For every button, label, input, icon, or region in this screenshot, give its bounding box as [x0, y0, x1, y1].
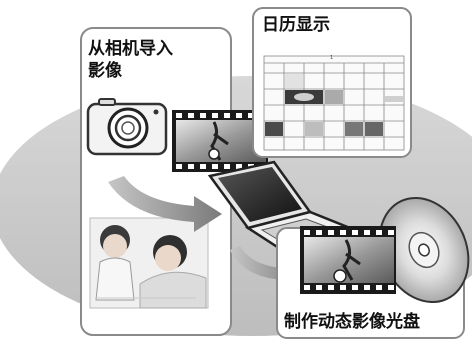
kids-photo: [89, 217, 209, 309]
dvd-label: 制作动态影像光盘: [284, 312, 420, 332]
arrow-icon: [108, 176, 222, 232]
calendar-thumbnails: [265, 74, 403, 136]
calendar-month-header: 1: [330, 55, 334, 61]
disc-icon: [378, 196, 470, 304]
calendar-label: 日历显示: [262, 15, 330, 35]
camera-icon: [86, 98, 168, 156]
import-label: 从相机导入 影像: [88, 39, 173, 81]
film-strip-icon-2: [300, 226, 396, 294]
